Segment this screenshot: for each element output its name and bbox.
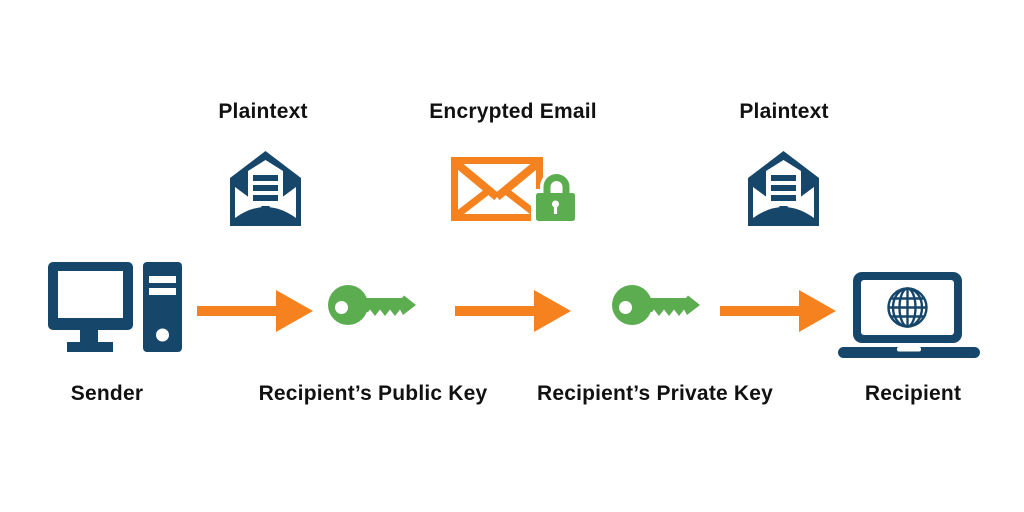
encrypted-email-label: Encrypted Email xyxy=(429,100,597,123)
plaintext-right-label: Plaintext xyxy=(739,100,829,123)
sender-label: Sender xyxy=(70,382,144,405)
open-envelope-letter-icon xyxy=(748,151,819,226)
arrow-right-icon xyxy=(197,290,313,332)
plaintext-left-label: Plaintext xyxy=(218,100,308,123)
open-envelope-letter-icon xyxy=(230,151,301,226)
arrow-right-icon xyxy=(720,290,836,332)
key-icon xyxy=(328,285,416,325)
desktop-computer-icon xyxy=(48,262,182,352)
envelope-lock-icon xyxy=(451,157,575,223)
public-key-label: Recipient’s Public Key xyxy=(258,382,488,405)
private-key-label: Recipient’s Private Key xyxy=(536,382,774,405)
laptop-globe-icon xyxy=(838,272,980,358)
recipient-label: Recipient xyxy=(864,382,962,405)
key-icon xyxy=(612,285,700,325)
arrow-right-icon xyxy=(455,290,571,332)
